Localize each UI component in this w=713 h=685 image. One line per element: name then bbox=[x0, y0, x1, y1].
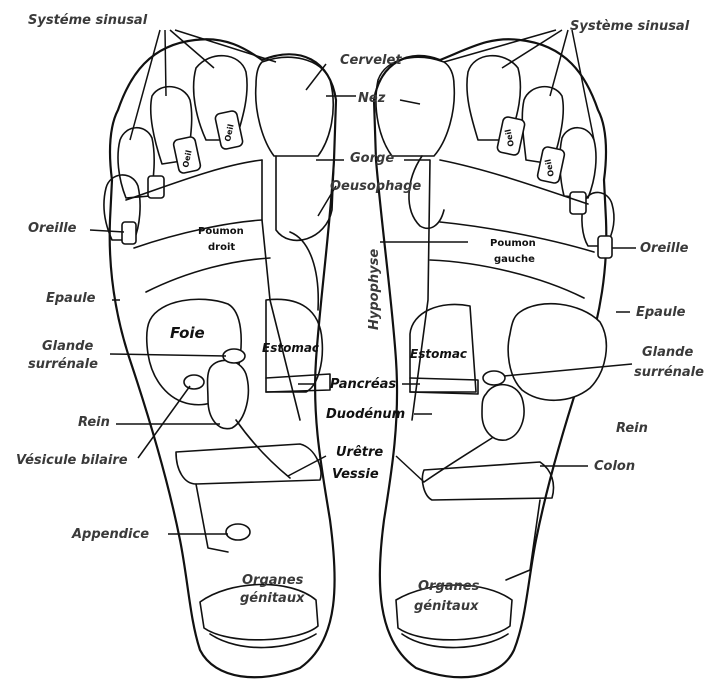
left-colon-down bbox=[196, 484, 228, 552]
label-rein-left: Rein bbox=[78, 415, 110, 430]
leader-nez-right bbox=[400, 100, 420, 104]
label-glande-left-2: surrénale bbox=[28, 357, 98, 372]
label-vesicule: Vésicule bilaire bbox=[16, 453, 128, 468]
label-uretre: Urêtre bbox=[336, 445, 383, 460]
right-big-toe bbox=[376, 57, 454, 156]
label-foie: Foie bbox=[170, 324, 205, 342]
label-nez: Nez bbox=[358, 91, 386, 106]
label-organes-right-2: génitaux bbox=[414, 599, 479, 614]
right-spleen bbox=[508, 304, 606, 401]
leader-uretre-right bbox=[396, 456, 424, 482]
label-organes-left-1: Organes bbox=[242, 573, 304, 588]
label-epaule-left: Epaule bbox=[46, 291, 96, 306]
right-ear-pad bbox=[598, 236, 612, 258]
right-colon-down bbox=[506, 500, 540, 580]
left-lung-line bbox=[146, 258, 270, 292]
left-pancreas bbox=[266, 374, 330, 392]
label-poumon-gauche-2: gauche bbox=[494, 254, 535, 265]
left-big-toe bbox=[256, 57, 334, 156]
leader-oreille-left bbox=[90, 230, 124, 232]
right-ureter bbox=[424, 438, 492, 482]
left-oesophagus bbox=[290, 232, 318, 310]
label-glande-left-1: Glande bbox=[42, 339, 93, 354]
left-ureter bbox=[236, 420, 290, 478]
left-spine-line bbox=[262, 160, 300, 420]
label-gorge: Gorge bbox=[350, 151, 394, 166]
label-poumon-droit-2: droit bbox=[208, 242, 235, 253]
left-gall-bladder bbox=[184, 375, 204, 389]
label-vessie: Vessie bbox=[332, 467, 379, 482]
label-duodenum: Duodénum bbox=[326, 407, 405, 422]
label-sinus-left: Systéme sinusal bbox=[28, 13, 148, 28]
right-toe-line bbox=[440, 160, 588, 204]
label-estomac-left: Estomac bbox=[262, 341, 319, 355]
label-oreille-right: Oreille bbox=[640, 241, 689, 256]
label-estomac-right: Estomac bbox=[410, 347, 467, 361]
label-pancreas: Pancréas bbox=[330, 377, 396, 392]
left-adrenal-gland bbox=[223, 349, 245, 363]
left-colon bbox=[176, 444, 321, 484]
label-colon: Colon bbox=[594, 459, 635, 474]
left-appendix bbox=[226, 524, 250, 540]
right-lung-line bbox=[430, 260, 584, 298]
label-sinus-right: Système sinusal bbox=[570, 19, 690, 34]
right-toe-4 bbox=[560, 128, 596, 198]
left-throat-shape bbox=[276, 156, 334, 240]
label-oreille-left: Oreille bbox=[28, 221, 77, 236]
leader-cervelet bbox=[306, 64, 326, 90]
right-spine-line bbox=[412, 160, 430, 420]
label-organes-left-2: génitaux bbox=[240, 591, 305, 606]
label-poumon-gauche-1: Poumon bbox=[490, 238, 536, 249]
labels: Systéme sinusal Système sinusal Cervelet… bbox=[16, 13, 704, 614]
label-poumon-droit-1: Poumon bbox=[198, 226, 244, 237]
right-colon bbox=[422, 462, 553, 500]
label-oesophage: Oeusophage bbox=[330, 179, 421, 194]
label-glande-right-1: Glande bbox=[642, 345, 693, 360]
label-rein-right: Rein bbox=[616, 421, 648, 436]
label-hypophyse: Hypophyse bbox=[367, 249, 382, 330]
leader-vesicule bbox=[138, 386, 190, 458]
right-kidney bbox=[482, 385, 524, 441]
label-appendice: Appendice bbox=[71, 527, 149, 542]
left-ear-pad bbox=[122, 222, 136, 244]
left-kidney bbox=[208, 360, 249, 428]
right-adrenal-gland bbox=[483, 371, 505, 385]
label-cervelet: Cervelet bbox=[340, 53, 402, 68]
label-glande-right-2: surrénale bbox=[634, 365, 704, 380]
label-epaule-right: Epaule bbox=[636, 305, 686, 320]
label-organes-right-1: Organes bbox=[418, 579, 480, 594]
